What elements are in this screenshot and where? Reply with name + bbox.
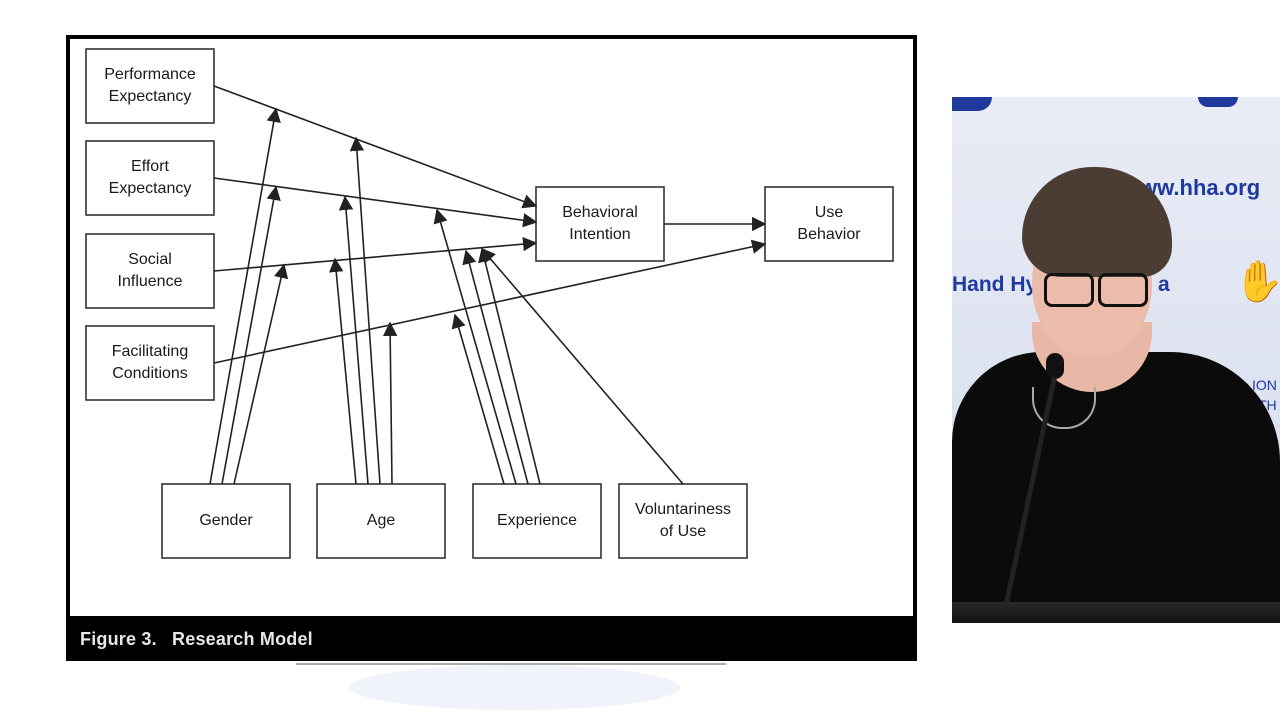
- glasses-icon: [1044, 273, 1150, 307]
- node-box-voluntariness-of-use: [618, 483, 748, 559]
- node-label-line: Expectancy: [108, 88, 192, 105]
- node-label-line: Voluntariness: [634, 501, 732, 518]
- edge-vol-moderates-si: [481, 247, 684, 485]
- caption-title: Research Model: [172, 629, 313, 649]
- node-label-line: Intention: [569, 226, 631, 243]
- slide-underline: [296, 663, 726, 665]
- edge-gender-moderates-ee: [221, 185, 281, 485]
- node-box-effort-expectancy: [85, 140, 215, 216]
- edge-exp-moderates-ee: [433, 208, 517, 485]
- node-label-line: Performance: [104, 66, 196, 83]
- node-label-line: Facilitating: [111, 343, 189, 360]
- node-effort-expectancy: Effort Expectancy: [86, 141, 214, 215]
- banner-logo-shape-right: [1198, 97, 1238, 107]
- node-experience: Experience: [473, 484, 601, 558]
- node-age: Age: [317, 484, 445, 558]
- node-label-line: Behavioral: [562, 204, 638, 221]
- banner-name: Hand Hy: [952, 273, 1038, 296]
- presentation-slide: Performance Expectancy Effort Expectancy…: [66, 35, 917, 661]
- node-behavioral-intention: Behavioral Intention: [536, 187, 664, 261]
- node-label-line: Gender: [199, 512, 253, 529]
- microphone-icon: [1046, 353, 1064, 379]
- edge-age-moderates-pe: [349, 136, 381, 485]
- speaker-body: [952, 352, 1280, 623]
- caption-figure-number: Figure 3.: [80, 629, 157, 649]
- node-performance-expectancy: Performance Expectancy: [86, 49, 214, 123]
- edge-exp-moderates-fc: [451, 313, 505, 485]
- edge-exp-moderates-si: [462, 249, 529, 485]
- node-label-line: Expectancy: [108, 180, 192, 197]
- node-box-age: [316, 483, 446, 559]
- lectern: [952, 602, 1280, 623]
- node-gender: Gender: [162, 484, 290, 558]
- edge-exp-moderates-si-2: [478, 247, 541, 485]
- node-social-influence: Social Influence: [86, 234, 214, 308]
- speaker-hair: [1022, 167, 1172, 277]
- node-label-line: of Use: [659, 523, 707, 540]
- speaker-video: ww.hha.org Hand Hy a ✋ ION TH: [952, 97, 1280, 623]
- node-box-gender: [161, 483, 291, 559]
- research-model-diagram: [85, 48, 894, 559]
- node-label-line: Conditions: [112, 365, 188, 382]
- node-label-line: Effort: [131, 158, 169, 175]
- node-voluntariness-of-use: Voluntariness of Use: [619, 484, 747, 558]
- edge-pe-to-bi: [213, 85, 538, 209]
- banner-suffix: a: [1158, 273, 1170, 296]
- banner-side-text-1: ION: [1252, 377, 1277, 393]
- node-box-performance-expectancy: [85, 48, 215, 124]
- slide-content: Performance Expectancy Effort Expectancy…: [70, 39, 913, 616]
- figure-caption: Figure 3. Research Model: [80, 629, 313, 650]
- edge-age-moderates-fc: [382, 321, 398, 485]
- background-glow: [350, 665, 680, 710]
- edge-age-moderates-ee: [338, 195, 369, 485]
- node-label-line: Behavior: [797, 226, 861, 243]
- node-label-line: Experience: [496, 512, 578, 529]
- banner-url: ww.hha.org: [1140, 175, 1261, 200]
- hand-logo-icon: ✋: [1234, 260, 1280, 304]
- node-box-experience: [472, 483, 602, 559]
- edge-age-moderates-si: [329, 257, 357, 485]
- node-label-line: Influence: [117, 273, 183, 290]
- banner-logo-shape: [952, 97, 992, 111]
- edge-ee-to-bi: [213, 177, 538, 228]
- edge-fc-to-ub: [213, 239, 767, 364]
- node-label-line: Age: [366, 512, 396, 529]
- node-facilitating-conditions: Facilitating Conditions: [86, 326, 214, 400]
- node-label-line: Social: [128, 251, 172, 268]
- node-box-behavioral-intention: [535, 186, 665, 262]
- node-box-social-influence: [85, 233, 215, 309]
- node-use-behavior: Use Behavior: [765, 187, 893, 261]
- edge-gender-moderates-si: [233, 263, 289, 485]
- node-label-line: Use: [814, 204, 844, 221]
- edge-gender-moderates-pe: [209, 107, 281, 485]
